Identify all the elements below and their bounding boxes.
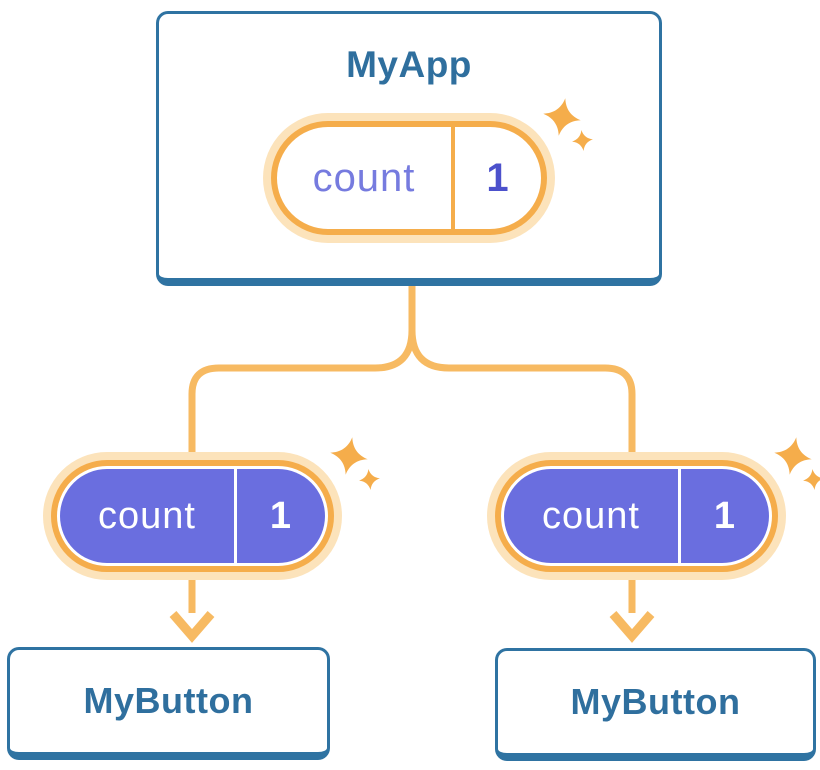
- state-value: 1: [713, 494, 737, 537]
- pill-divider: [234, 469, 237, 563]
- sparkle-icon: [359, 469, 380, 490]
- connector-right-branch: [408, 284, 636, 613]
- state-value: 1: [486, 155, 510, 200]
- sparkle-icon: [543, 98, 581, 136]
- root-component-title: MyApp: [346, 44, 472, 85]
- pill-ring: count 1: [51, 460, 334, 572]
- pill-ring: count 1: [271, 121, 547, 235]
- sparkle-icon: [572, 130, 593, 151]
- state-name: count: [98, 494, 196, 537]
- pill-glow: count 1: [263, 113, 555, 243]
- child-component-card-left: MyButton: [7, 647, 330, 760]
- arrow-down-icon: [609, 611, 655, 643]
- pill-glow: count 1: [487, 452, 786, 580]
- arrow-down-icon: [169, 611, 215, 643]
- sparkle-icon: [803, 469, 820, 490]
- child-component-title: MyButton: [570, 681, 741, 722]
- child-state-pill-left: count 1: [43, 437, 380, 580]
- pill-capsule: count 1: [60, 469, 325, 563]
- child-component-title: MyButton: [83, 680, 254, 721]
- state-name: count: [312, 155, 416, 200]
- state-value: 1: [269, 494, 293, 537]
- state-name: count: [542, 494, 640, 537]
- pill-divider: [451, 127, 455, 229]
- child-component-card-right: MyButton: [495, 648, 816, 761]
- root-component-card: MyApp count 1: [156, 11, 662, 286]
- sparkle-icon: [330, 437, 368, 475]
- child-state-pill-right: count 1: [487, 437, 820, 580]
- pill-glow: count 1: [43, 452, 342, 580]
- root-state-pill: count 1: [263, 98, 593, 243]
- sparkle-icon: [774, 437, 812, 475]
- pill-capsule: count 1: [504, 469, 769, 563]
- pill-ring: count 1: [495, 460, 778, 572]
- pill-divider: [678, 469, 681, 563]
